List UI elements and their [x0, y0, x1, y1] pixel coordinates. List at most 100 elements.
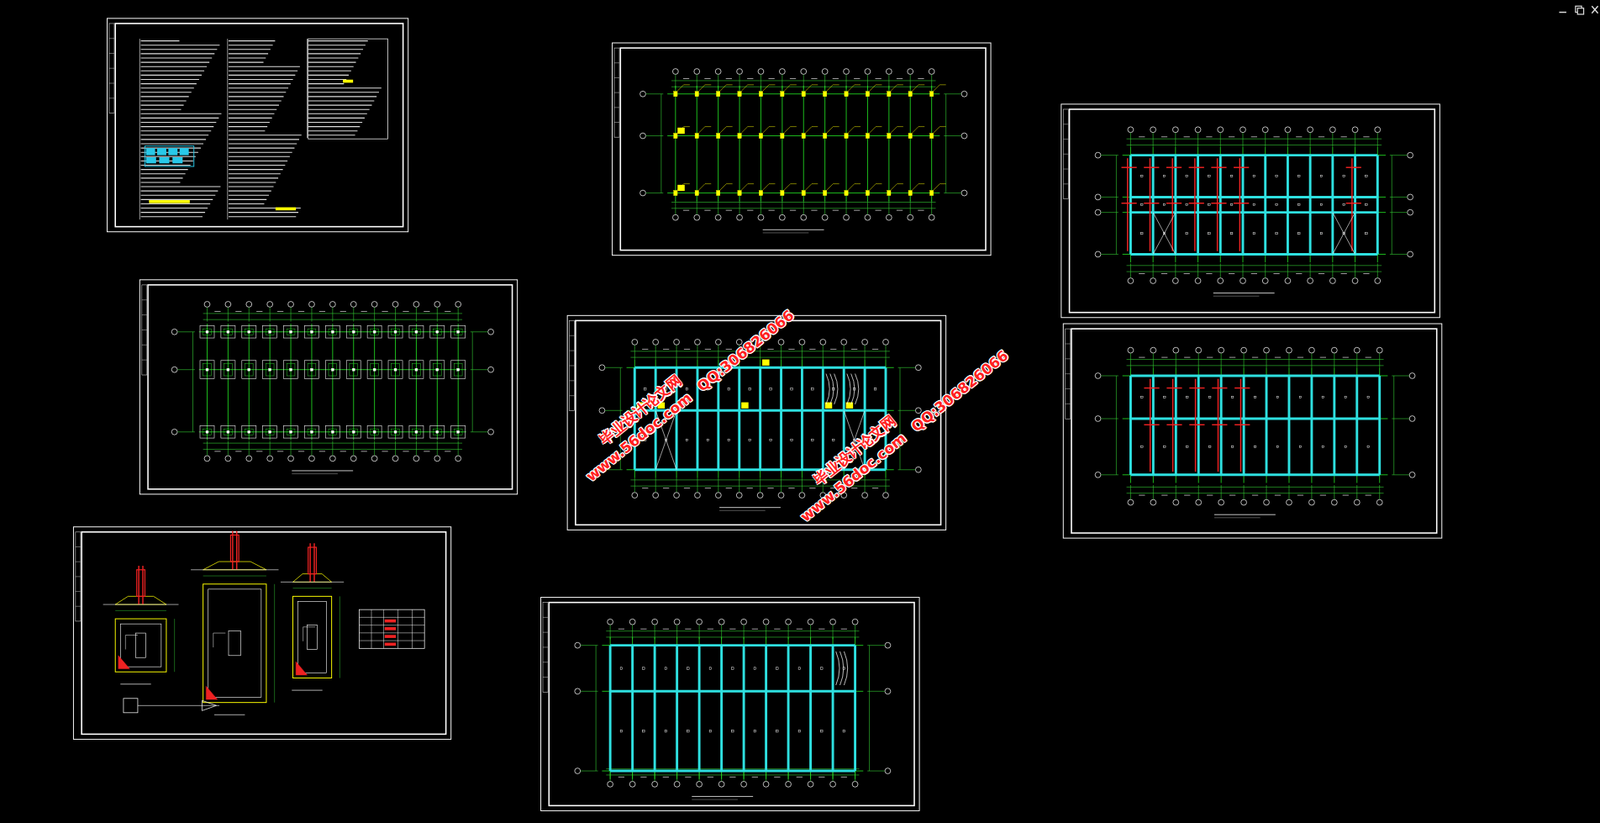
column-leader [939, 126, 946, 127]
dimension-line [605, 630, 859, 632]
grid-line [721, 636, 722, 779]
grid-line [610, 636, 611, 779]
dimension-tick [663, 348, 669, 350]
dimension-tick [726, 78, 732, 79]
axis-bubble [1094, 152, 1101, 158]
slab-mark [1163, 445, 1166, 448]
axis-leader [943, 135, 962, 137]
caption-underline [719, 510, 766, 511]
title-strip-line [142, 359, 148, 361]
dimension-line [192, 331, 194, 432]
axis-leader [696, 200, 698, 215]
axis-leader [1100, 211, 1119, 213]
column-section [780, 91, 785, 97]
axis-bubble [434, 301, 441, 308]
column-section [780, 190, 785, 196]
column-leader [747, 183, 754, 185]
dimension-line [1126, 271, 1383, 273]
footing-outline [388, 325, 403, 338]
slab-mark [1141, 445, 1143, 448]
note-text-line [308, 57, 359, 58]
column-leader [847, 126, 854, 133]
column-section [673, 190, 678, 196]
note-text-line [141, 134, 210, 136]
column-rebar [231, 531, 233, 570]
note-text-line [141, 215, 203, 217]
axis-leader [580, 770, 599, 772]
axis-bubble [455, 455, 462, 462]
column-leader [699, 184, 706, 190]
axis-leader [248, 307, 250, 322]
column-section [908, 91, 912, 97]
slab-mark [769, 388, 772, 390]
note-text-line [228, 215, 296, 217]
dimension-tick [1251, 273, 1258, 274]
axis-bubble [1218, 499, 1225, 506]
axis-bubble [455, 301, 462, 308]
caption-underline [1214, 516, 1261, 518]
dimension-line [1393, 375, 1395, 475]
footing-outline [388, 360, 403, 379]
dimension-tick [747, 78, 753, 79]
slab-mark [821, 729, 823, 732]
column-section [758, 91, 763, 97]
note-table [308, 38, 389, 139]
grid-line [739, 85, 741, 201]
axis-bubble [885, 68, 892, 75]
axis-bubble [488, 428, 495, 435]
axis-bubble [371, 301, 378, 308]
note-text-line [141, 121, 217, 123]
grid-line [1122, 196, 1386, 198]
axis-bubble [1309, 347, 1316, 353]
title-strip-line [109, 52, 115, 54]
table-cell [179, 147, 190, 156]
grid-line [1333, 367, 1335, 483]
footing-outline [304, 426, 319, 439]
slab-mark [1141, 174, 1143, 177]
dimension-line [868, 645, 870, 771]
dimension-tick [1297, 357, 1304, 358]
dimension-tick [1342, 357, 1349, 358]
slab-mark [1320, 203, 1322, 206]
note-text-line [308, 66, 354, 68]
axis-bubble [694, 68, 700, 75]
table-block [144, 146, 194, 167]
grid-line [1331, 147, 1333, 263]
rebar-mark [1233, 202, 1249, 204]
stair-line [843, 651, 848, 685]
slab-mark [1298, 174, 1300, 177]
axis-bubble [1217, 126, 1224, 133]
stair-line [855, 373, 859, 405]
note-text-line [228, 152, 293, 153]
dimension-tick [832, 78, 839, 79]
slab-mark [1276, 395, 1279, 398]
axis-bubble [800, 214, 807, 221]
column-leader [720, 84, 727, 91]
column-mark [352, 430, 355, 433]
dimension-tick [705, 487, 711, 489]
axis-bubble [413, 455, 420, 462]
caption-underline [691, 795, 753, 797]
column-leader [705, 84, 711, 85]
footing-outline [304, 325, 319, 338]
detail-arrow [201, 700, 216, 711]
axis-leader [1198, 352, 1200, 368]
grid-line [352, 323, 354, 440]
footing-outline [200, 426, 215, 439]
stair-line [836, 651, 840, 685]
grid-line [654, 636, 656, 779]
slab-mark [1276, 445, 1279, 448]
axis-bubble [434, 455, 441, 462]
axis-leader [470, 331, 489, 332]
dimension-tick [1273, 273, 1279, 274]
note-text-line [141, 173, 186, 174]
axis-leader [1130, 132, 1132, 148]
table-mark [384, 626, 396, 631]
footing-outline [346, 325, 361, 338]
column-leader [763, 84, 769, 91]
dimension-tick [1320, 494, 1327, 496]
axis-bubble [961, 90, 968, 97]
footing-outline [284, 426, 299, 439]
column-leader [805, 184, 812, 190]
axis-leader [310, 441, 312, 456]
